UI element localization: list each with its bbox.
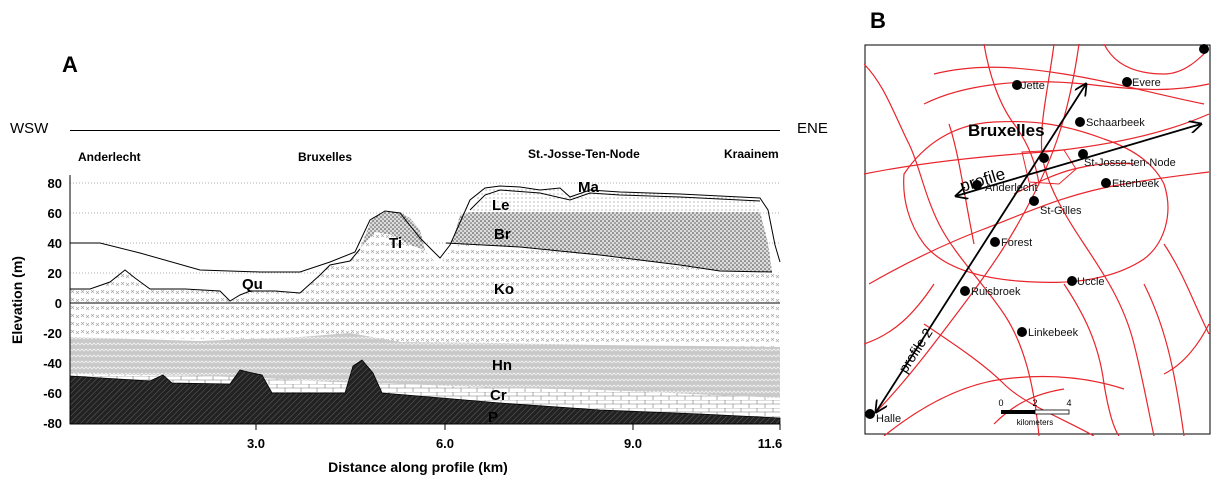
unit-label-ma: Ma [578,179,599,196]
unit-label-hn: Hn [492,357,512,374]
town-markers [865,44,1209,419]
town-label-linkebeek: Linkebeek [1028,327,1079,339]
unit-ti [360,212,425,250]
secondary-surface-line [469,189,761,211]
unit-label-ko: Ko [494,281,514,298]
direction-ene: ENE [797,120,828,137]
unit-label-cr: Cr [490,387,507,404]
x-tick-label: 6.0 [436,436,454,451]
y-tick-label: 80 [48,176,62,191]
unit-p [69,359,781,425]
y-tick-label: 60 [48,206,62,221]
place-kraainem: Kraainem [724,147,779,161]
unit-hn [70,333,780,398]
town-label-uccle: Uccle [1077,276,1105,288]
town-label-halle: Halle [876,413,901,425]
unit-le [470,186,760,212]
town-label-anderlecht: Anderlecht [985,182,1038,194]
y-tick-label: 0 [55,296,62,311]
town-label-evere: Evere [1132,77,1161,89]
unit-label-p: P [488,409,498,426]
town-label-ruisbroek: Ruisbroek [971,286,1021,298]
ground-surface-line [70,185,781,273]
place-anderlecht: Anderlecht [78,150,141,164]
scale-tick-0: 0 [998,398,1003,408]
scale-tick-4: 4 [1066,398,1071,408]
town-label-forest: Forest [1001,237,1032,249]
profile-arrow [956,124,1201,196]
x-axis-label: Distance along profile (km) [328,459,508,475]
cross-section-chart: 80 60 40 20 0 -20 -40 -60 -80 3.0 6.0 9.… [9,175,783,475]
place-st-josse: St.-Josse-Ten-Node [528,147,640,161]
town-label-jette: Jette [1021,80,1045,92]
town-label-etterbeek: Etterbeek [1112,178,1160,190]
br-base-line [445,242,773,273]
y-tick-label: -40 [43,356,62,371]
unit-label-qu: Qu [242,276,263,293]
place-bruxelles: Bruxelles [298,150,353,164]
panel-b-label: B [870,8,886,33]
y-tick-label: -60 [43,386,62,401]
y-axis-label: Elevation (m) [9,256,25,344]
location-map: Bruxelles Jette Evere Schaarbeek St-Joss… [864,44,1211,436]
unit-br [452,212,772,272]
scale-unit: kilometers [1017,418,1053,427]
y-tick-label: 40 [48,236,62,251]
unit-label-le: Le [492,197,510,214]
town-label-st-gilles: St-Gilles [1040,205,1082,217]
y-tick-label: -80 [43,416,62,431]
x-tick-label: 9.0 [624,436,642,451]
ko-top-line [70,248,361,302]
unit-label-ti: Ti [389,235,402,252]
unit-label-br: Br [494,226,511,243]
scale-tick-2: 2 [1032,398,1037,408]
direction-wsw: WSW [10,120,49,137]
y-tick-label: 20 [48,266,62,281]
x-tick-label: 3.0 [247,436,265,451]
panel-a-label: A [62,52,78,77]
x-tick-label: 11.6 [758,436,783,451]
scale-bar: 0 2 4 kilometers [998,398,1071,427]
map-title-bruxelles: Bruxelles [968,121,1045,140]
town-label-st-josse: St-Josse-ten-Node [1084,157,1176,169]
y-tick-label: -20 [43,326,62,341]
unit-ko [70,232,780,347]
orientation-line [70,130,780,131]
town-label-schaarbeek: Schaarbeek [1086,117,1145,129]
